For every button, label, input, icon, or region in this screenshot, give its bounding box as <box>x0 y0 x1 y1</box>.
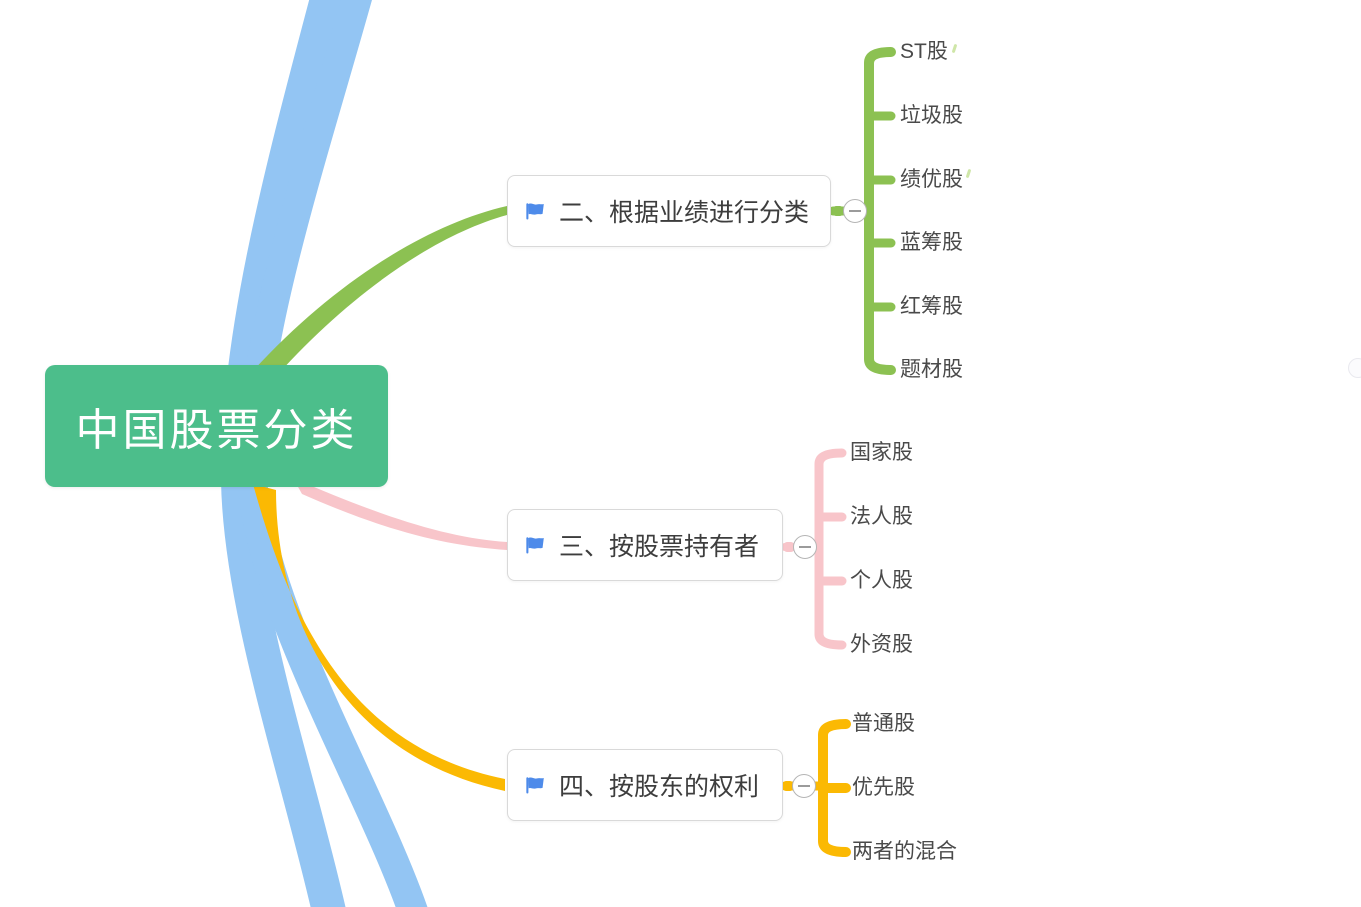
topic-rights[interactable]: 四、按股东的权利 <box>507 749 783 821</box>
branch-curve-holder <box>293 478 507 550</box>
subtopic-preferred-stock[interactable]: 优先股 <box>852 776 915 799</box>
flag-icon <box>526 203 544 220</box>
subtopic-performance-stock[interactable]: 绩优股 <box>900 168 963 191</box>
topic-performance[interactable]: 二、根据业绩进行分类 <box>507 175 831 247</box>
topic-holder[interactable]: 三、按股票持有者 <box>507 509 783 581</box>
subtopic-legal-person-stock[interactable]: 法人股 <box>850 505 913 528</box>
trunk-performance <box>864 47 896 375</box>
subtopic-foreign-stock[interactable]: 外资股 <box>850 633 913 656</box>
flag-icon <box>526 777 544 794</box>
subtopic-junk-stock[interactable]: 垃圾股 <box>900 104 963 127</box>
root-topic-label: 中国股票分类 <box>75 406 358 455</box>
subtopic-state-stock[interactable]: 国家股 <box>850 441 913 464</box>
flag-icon <box>526 537 544 554</box>
root-topic[interactable]: 中国股票分类 <box>45 365 388 487</box>
collapse-button-performance[interactable] <box>843 199 867 223</box>
connection-dot-performance <box>833 206 843 216</box>
collapse-button-holder[interactable] <box>793 535 817 559</box>
connection-dot-holder <box>784 542 794 552</box>
subtopic-bluechip-stock[interactable]: 蓝筹股 <box>900 231 963 254</box>
subtopic-common-stock[interactable]: 普通股 <box>852 712 915 735</box>
subtopic-concept-stock[interactable]: 题材股 <box>900 358 963 381</box>
minus-icon <box>849 210 861 212</box>
topic-label: 二、根据业绩进行分类 <box>559 199 810 227</box>
subtopic-redchip-stock[interactable]: 红筹股 <box>900 295 963 318</box>
subtopic-individual-stock[interactable]: 个人股 <box>850 569 913 592</box>
topic-label: 三、按股票持有者 <box>559 533 760 561</box>
subtopic-mixed-stock[interactable]: 两者的混合 <box>852 840 957 863</box>
collapse-button-rights[interactable] <box>792 774 816 798</box>
branch-curve-rights <box>253 484 505 791</box>
minus-icon <box>798 785 810 787</box>
connection-dot-rights <box>783 781 793 791</box>
minus-icon <box>799 546 811 548</box>
topic-label: 四、按股东的权利 <box>559 773 760 801</box>
trunk-holder <box>814 448 847 650</box>
subtopic-st-stock[interactable]: ST股 <box>900 40 948 63</box>
offscreen-element-fragment <box>1348 358 1361 378</box>
